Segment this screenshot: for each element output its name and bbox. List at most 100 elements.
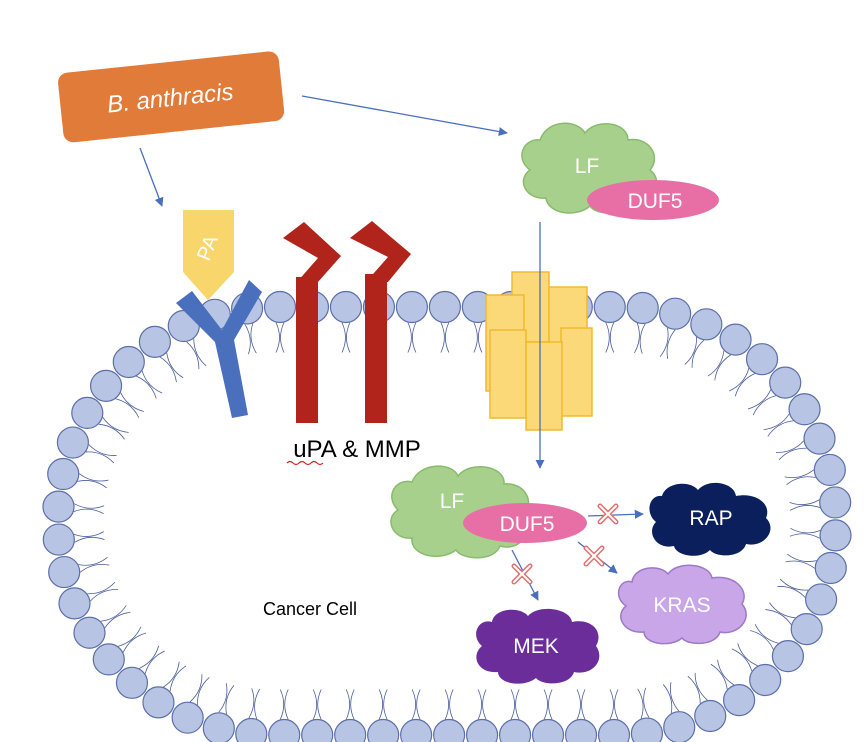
lipid-tail bbox=[87, 581, 119, 602]
lipid-tail bbox=[789, 527, 821, 539]
duf5-top-label: DUF5 bbox=[628, 190, 683, 213]
lipid-head bbox=[803, 422, 836, 455]
lipid-head bbox=[329, 290, 363, 324]
lipid-head bbox=[433, 718, 466, 742]
lipid-head bbox=[465, 718, 499, 742]
lipid-tail bbox=[707, 350, 731, 381]
lipid-tail bbox=[279, 689, 289, 720]
lipid-tail bbox=[444, 689, 454, 720]
lipid-tail bbox=[710, 659, 735, 690]
lipid-head bbox=[48, 555, 81, 589]
lipid-tail bbox=[473, 322, 483, 353]
lipid-tail bbox=[687, 672, 708, 704]
lipid-tail bbox=[78, 557, 110, 573]
lipid-tail bbox=[775, 440, 807, 461]
lipid-head bbox=[42, 490, 75, 523]
lipid-tail bbox=[136, 370, 163, 399]
block-mark-kras-inner bbox=[585, 547, 603, 565]
lipid-tail bbox=[729, 368, 756, 397]
lipid-head bbox=[790, 612, 823, 646]
lipid-tail bbox=[543, 689, 553, 720]
spellcheck-underline bbox=[286, 460, 324, 466]
lipid-tail bbox=[117, 626, 147, 653]
mek-label: MEK bbox=[513, 635, 559, 658]
mmp-receptor bbox=[350, 221, 411, 423]
lipid-tail bbox=[159, 352, 184, 383]
lipid-head bbox=[819, 486, 852, 519]
lipid-head bbox=[171, 701, 204, 734]
lipid-tail bbox=[115, 392, 144, 418]
lipid-tail bbox=[73, 531, 105, 543]
lipid-head bbox=[663, 711, 696, 742]
lipid-tail bbox=[784, 469, 816, 485]
lipid-tail bbox=[477, 689, 487, 720]
lipid-head bbox=[564, 718, 598, 742]
lipid-head bbox=[626, 291, 659, 325]
lipid-head bbox=[719, 323, 752, 356]
block-mark-rap-inner bbox=[599, 505, 617, 523]
lipid-head bbox=[428, 290, 461, 324]
membrane-lipid-tails bbox=[73, 322, 821, 720]
lipid-tail bbox=[765, 602, 796, 625]
lipid-tail bbox=[186, 338, 207, 370]
lipid-head bbox=[400, 718, 433, 742]
lipid-head bbox=[819, 519, 852, 552]
lipid-tail bbox=[189, 674, 210, 706]
lipid-head bbox=[597, 718, 631, 742]
lipid-head bbox=[804, 583, 838, 616]
mek-cloud bbox=[476, 608, 600, 684]
lipid-head bbox=[659, 297, 692, 330]
lipid-tail bbox=[341, 322, 351, 353]
lipid-head bbox=[142, 686, 175, 719]
lipid-head bbox=[745, 343, 779, 376]
lipid-tail bbox=[605, 322, 615, 353]
lf-top-label: LF bbox=[575, 155, 600, 178]
lipid-tail bbox=[637, 687, 650, 719]
duf5-inner-label: DUF5 bbox=[500, 513, 555, 536]
duf5-inner bbox=[463, 503, 587, 543]
lipid-tail bbox=[510, 689, 520, 720]
lipid-tail bbox=[85, 444, 117, 464]
lipid-tail bbox=[731, 643, 758, 672]
lipid-head bbox=[723, 684, 756, 717]
duf5-top bbox=[587, 180, 719, 220]
arrow-organism-to-lf bbox=[301, 95, 508, 137]
lipid-tail bbox=[275, 322, 285, 353]
lipid-head bbox=[814, 551, 847, 585]
lipid-tail bbox=[73, 503, 105, 515]
lipid-head bbox=[690, 308, 723, 341]
lipid-head bbox=[771, 640, 805, 673]
lipid-head bbox=[112, 345, 145, 379]
lipid-tail bbox=[98, 417, 129, 440]
lipid-head bbox=[769, 366, 802, 399]
lipid-head bbox=[593, 290, 626, 324]
lipid-head bbox=[301, 718, 334, 742]
pore-complex bbox=[485, 271, 593, 431]
lipid-head bbox=[498, 718, 532, 742]
lipid-tail bbox=[747, 389, 777, 416]
lipid-head bbox=[42, 523, 75, 556]
lipid-tail bbox=[785, 553, 817, 569]
lipid-tail bbox=[244, 323, 257, 355]
lipid-head bbox=[630, 717, 664, 742]
lipid-head bbox=[71, 396, 104, 430]
rap-label: RAP bbox=[689, 507, 732, 530]
lipid-head bbox=[47, 457, 80, 491]
lipid-head bbox=[58, 587, 91, 620]
lipid-tail bbox=[378, 689, 388, 720]
lipid-tail bbox=[789, 499, 821, 511]
lipid-head bbox=[235, 717, 268, 742]
kras-label: KRAS bbox=[653, 594, 710, 617]
lipid-tail bbox=[662, 682, 680, 714]
upa-receptor bbox=[283, 222, 341, 423]
kras-cloud bbox=[617, 564, 747, 645]
lipid-head bbox=[115, 666, 149, 699]
lipid-tail bbox=[345, 689, 355, 720]
cell-label: Cancer Cell bbox=[263, 599, 357, 619]
lipid-tail bbox=[763, 413, 794, 437]
organism-box: B. anthracis bbox=[58, 51, 285, 143]
lipid-tail bbox=[411, 689, 421, 720]
rap-cloud bbox=[649, 482, 771, 556]
arrow-duf5-to-rap bbox=[587, 509, 644, 519]
lipid-tail bbox=[659, 327, 676, 359]
